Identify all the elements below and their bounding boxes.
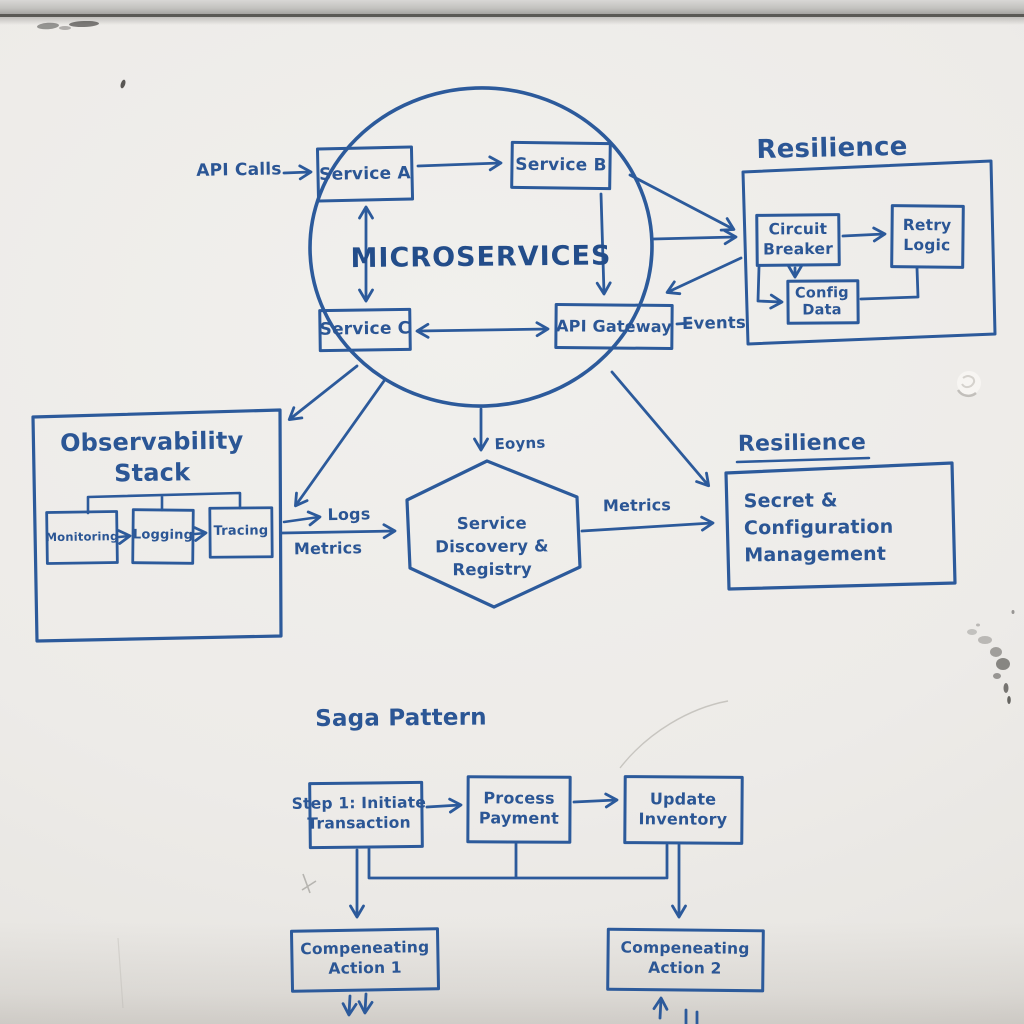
circuit-breaker-label: Circuit Breaker [763,219,834,259]
resilience-underline [735,456,871,464]
observability-bracket [86,491,242,515]
service-a-label: Service A [319,163,411,185]
pencil-scratch-3 [117,937,124,1009]
service-discovery-label: Service Discovery & Registry [435,513,549,579]
arrow-service-c-gateway [415,321,550,339]
arrow-api-calls [282,164,313,181]
events-tick [675,321,693,326]
arrow-service-b-to-resilience [628,173,736,232]
smudge-topleft-2 [69,20,99,28]
service-a-box [315,145,415,203]
board-artifacts [37,20,1015,1009]
service-b-box [510,140,612,191]
config-data-label: Config Data [794,285,849,319]
comp1-down-arrow-2 [357,992,374,1015]
api-gateway-label: API Gateway [556,316,672,337]
api-gateway-box [554,302,674,351]
comp2-box [606,927,765,993]
step2-box [466,775,572,844]
pencil-scratch-1 [619,700,729,769]
step1-label: Step 1: Initiate Transaction [291,793,427,833]
elbow-retry-to-config [859,266,920,301]
arrow-resilience-to-gateway [665,256,743,296]
logging-label: Logging [132,527,194,543]
arrow-logging-tracing [193,526,208,542]
step3-box [623,775,744,845]
comp1-down-arrow-1 [341,994,358,1017]
secret-config-box [724,461,957,591]
tracing-label: Tracing [213,523,269,539]
hex-flow-label: Eoyns [494,433,546,454]
putty-blob-detail [961,375,976,389]
saga-title: Saga Pattern [315,704,487,733]
elbow-breaker-to-config [756,265,784,310]
service-c-box [318,307,412,353]
whiteboard-frame-top [0,0,1024,14]
service-discovery-hexagon [405,459,582,609]
smudge-topleft-3 [59,26,71,30]
putty-blob-shadow [956,389,977,398]
service-c-label: Service C [319,318,411,340]
step2-label: Process Payment [478,788,559,829]
api-calls-label: API Calls [196,159,282,181]
arrow-metrics-to-hexagon [280,523,397,540]
resilience-panel-title: Resilience [756,131,908,165]
resilience-panel-box [741,159,997,346]
logs-label: Logs [327,504,371,525]
whiteboard-frame-edge [0,14,1024,17]
microservices-circle [308,86,654,408]
comp1-label: Compeneating Action 1 [300,938,430,978]
arrow-circle-to-resilience [651,229,738,246]
config-data-box [786,279,860,325]
observability-title: Observability Stack [59,426,244,488]
microservices-title: MICROSERVICES [350,240,612,275]
saga-bus [367,842,669,880]
events-label: Events [681,312,747,334]
wall-fleck [120,79,126,89]
comp1-box [289,927,441,993]
retry-logic-box [890,204,965,269]
smudge-topleft-1 [37,22,59,30]
arrow-step2-step3 [572,792,619,809]
arrow-hexagon-to-secret [580,515,715,533]
monitoring-label: Monitoring [45,529,119,545]
smudge-right-cluster [967,610,1015,704]
arrow-step1-step2 [425,797,463,814]
pencil-scratch-2 [301,873,317,894]
arrow-junction-logs [282,510,322,527]
secret-config-label: Secret & Configuration Management [743,489,894,567]
retry-logic-label: Retry Logic [902,215,952,255]
metrics-in-label: Metrics [293,538,363,559]
step1-box [308,780,424,850]
whiteboard-frame-shadow [0,17,1024,25]
step3-label: Update Inventory [638,789,728,830]
arrow-monitoring-logging [117,529,132,545]
service-b-label: Service B [515,154,607,176]
arrow-circle-to-junction [294,379,386,508]
metrics-out-label: Metrics [602,495,672,516]
comp2-up-arrow [652,996,669,1020]
arrow-circle-to-secret [610,370,711,488]
arrow-service-a-to-b [416,155,503,172]
arrow-service-b-to-gateway [595,192,612,296]
arrow-breaker-to-retry [841,226,887,243]
arrow-circle-to-observability [287,364,359,422]
resilience-secondary-title: Resilience [737,430,867,457]
observability-box [31,408,283,643]
comp2-label: Compeneating Action 2 [620,938,750,978]
